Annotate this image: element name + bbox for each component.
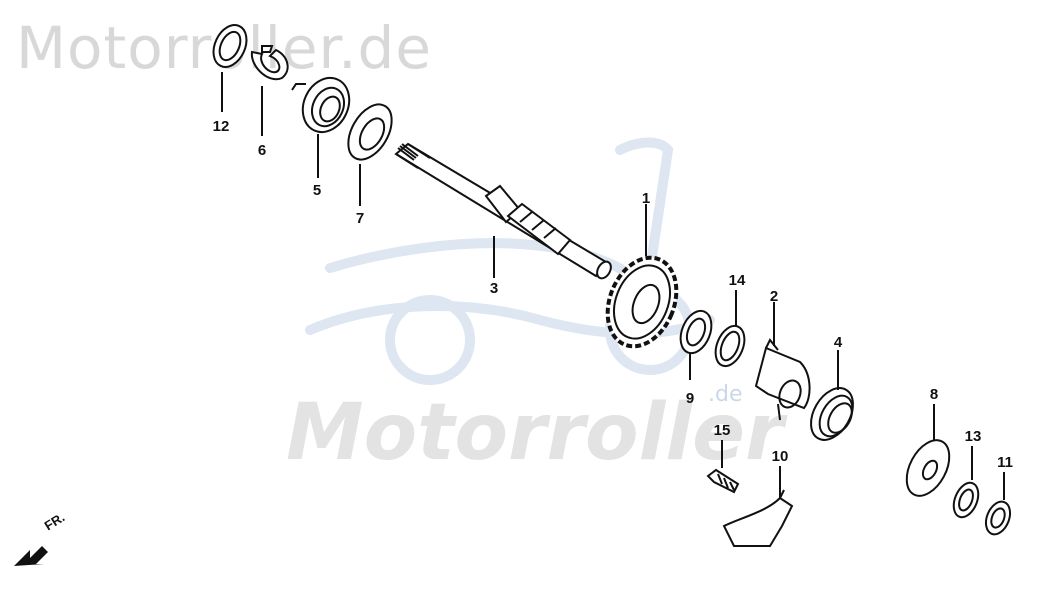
part-12-washer <box>212 24 248 112</box>
part-3-shaft <box>394 142 612 280</box>
watermark-center: Motorroller <box>286 388 784 478</box>
callout-13: 13 <box>964 428 982 445</box>
watermark-small: .de <box>708 382 743 407</box>
callout-7: 7 <box>355 210 365 227</box>
part-1-gear <box>605 204 679 349</box>
front-direction-arrow <box>14 546 48 566</box>
part-11-ring <box>984 472 1012 536</box>
callout-1: 1 <box>641 190 651 207</box>
part-5-spring <box>291 76 351 178</box>
part-10-bracket <box>722 466 794 547</box>
callout-8: 8 <box>929 386 939 403</box>
part-7-washer <box>347 103 393 206</box>
callout-5: 5 <box>312 182 322 199</box>
part-6-clip <box>250 45 289 136</box>
part-14-circlip <box>714 290 746 368</box>
part-2-ratchet <box>754 302 811 421</box>
part-8-washer <box>905 404 951 497</box>
part-13-ring <box>952 446 980 519</box>
callout-11: 11 <box>997 454 1013 471</box>
callout-9: 9 <box>685 390 695 407</box>
callout-2: 2 <box>769 288 779 305</box>
callout-15: 15 <box>713 422 731 439</box>
callout-4: 4 <box>833 334 843 351</box>
callout-6: 6 <box>257 142 267 159</box>
part-4-spring <box>810 350 854 441</box>
callout-10: 10 <box>771 448 789 465</box>
callout-3: 3 <box>489 280 499 297</box>
callout-14: 14 <box>728 272 746 289</box>
part-15-bolt <box>706 440 740 494</box>
callout-12: 12 <box>212 118 230 135</box>
part-9-washer <box>679 309 713 380</box>
